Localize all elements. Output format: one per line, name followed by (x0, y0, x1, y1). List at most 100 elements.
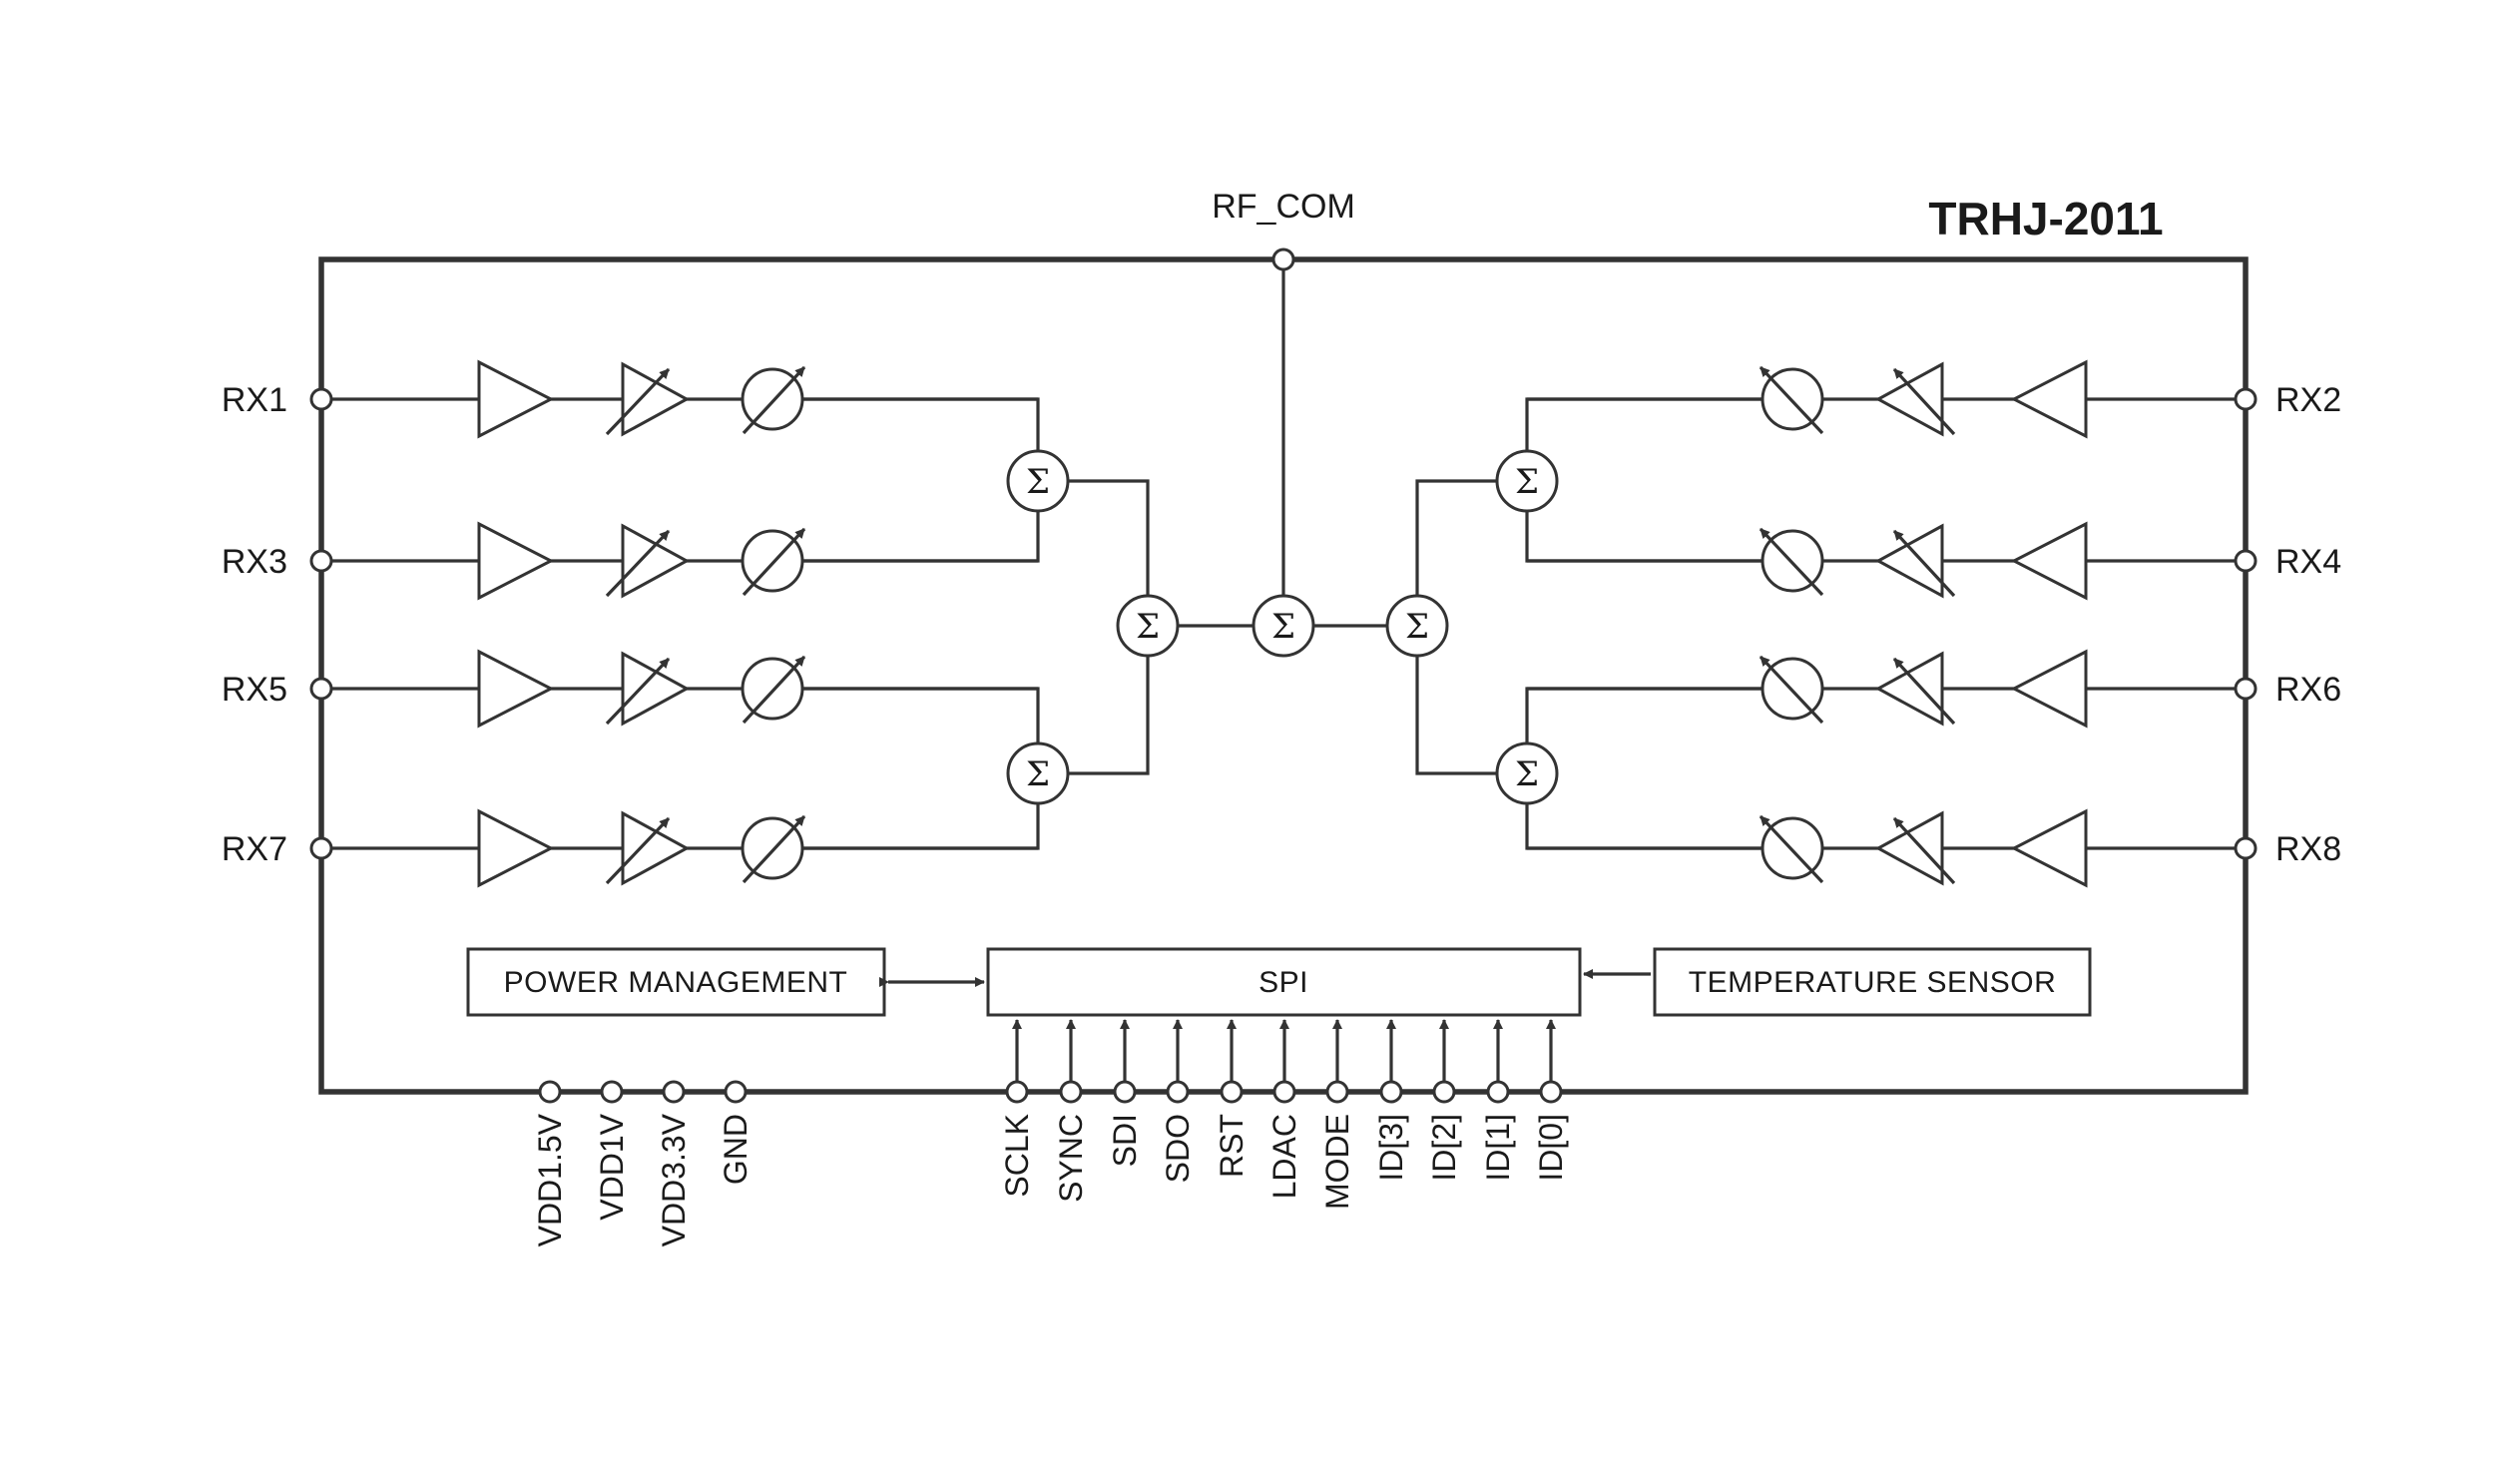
pin-port[interactable] (1486, 1080, 1510, 1104)
spi-pin: ID[1] (1480, 1019, 1516, 1182)
power-pin: VDD3.3V (656, 1080, 692, 1246)
pin-port[interactable] (538, 1080, 562, 1104)
power-pin: VDD1V (594, 1080, 630, 1221)
phase-shifter-icon (1759, 527, 1824, 597)
summer-icon: Σ (1116, 594, 1180, 658)
pin-label: VDD1.5V (532, 1113, 568, 1246)
spi-pin: SDO (1160, 1019, 1196, 1183)
rf-com-port[interactable] (1271, 247, 1295, 271)
chip-title: TRHJ-2011 (1928, 193, 2163, 245)
rx-port-label: RX4 (2275, 543, 2341, 581)
svg-text:Σ: Σ (1405, 607, 1429, 647)
power-pin: VDD1.5V (532, 1080, 568, 1246)
amplifier-icon (477, 521, 555, 601)
rx-port[interactable] (2234, 677, 2258, 701)
pin-port[interactable] (1432, 1080, 1456, 1104)
rx-port-label: RX6 (2275, 671, 2341, 709)
pin-label: ID[1] (1480, 1114, 1516, 1182)
pin-port[interactable] (1113, 1080, 1137, 1104)
rx-port[interactable] (309, 387, 333, 411)
svg-text:Σ: Σ (1515, 754, 1539, 794)
summer-icon: Σ (1252, 594, 1315, 658)
rx-chain-rx2: RX2 (1527, 359, 2341, 439)
rx-port[interactable] (2234, 387, 2258, 411)
pin-label: SDO (1160, 1114, 1196, 1183)
power-management-block: POWER MANAGEMENT (466, 947, 886, 1017)
variable-attenuator-icon (1874, 651, 1956, 727)
summer-icon: Σ (1495, 449, 1559, 513)
pin-label: SDI (1107, 1114, 1143, 1167)
pin-label: ID[2] (1426, 1114, 1462, 1182)
amplifier-icon (2010, 521, 2088, 601)
spi-block: SPI (986, 947, 1582, 1017)
pin-port[interactable] (1325, 1080, 1349, 1104)
pin-port[interactable] (1005, 1080, 1029, 1104)
rx-port-label: RX5 (222, 671, 287, 709)
rx-port[interactable] (309, 836, 333, 860)
phase-shifter-icon (741, 655, 806, 725)
rx-port-label: RX1 (222, 381, 287, 419)
rx-port[interactable] (309, 677, 333, 701)
pin-label: MODE (1319, 1114, 1355, 1210)
pin-port[interactable] (1166, 1080, 1190, 1104)
rx-port-label: RX8 (2275, 830, 2341, 868)
variable-attenuator-icon (1874, 810, 1956, 886)
bottom-pins: VDD1.5V VDD1V VDD3.3V GND SCLK SYNC SDI SDO RST L… (532, 1019, 1569, 1246)
rx-chain-rx8: RX8 (1527, 808, 2341, 888)
pin-port[interactable] (1379, 1080, 1403, 1104)
variable-attenuator-icon (605, 523, 691, 599)
pin-port[interactable] (1272, 1080, 1296, 1104)
phase-shifter-icon (741, 527, 806, 597)
rx-port[interactable] (309, 549, 333, 573)
phase-shifter-icon (1759, 365, 1824, 435)
amplifier-icon (2010, 359, 2088, 439)
amplifier-icon (477, 359, 555, 439)
svg-text:Σ: Σ (1136, 607, 1160, 647)
spi-pin: SCLK (999, 1019, 1035, 1198)
pin-port[interactable] (724, 1080, 748, 1104)
svg-text:Σ: Σ (1515, 462, 1539, 502)
pin-port[interactable] (600, 1080, 624, 1104)
rx-port-label: RX7 (222, 830, 287, 868)
variable-attenuator-icon (605, 651, 691, 727)
rx-chain-rx3: RX3 (222, 521, 1038, 601)
pin-label: RST (1214, 1114, 1250, 1178)
spi-pin: RST (1214, 1019, 1250, 1178)
rx-chain-rx7: RX7 (222, 808, 1038, 888)
pin-label: VDD1V (594, 1113, 630, 1220)
svg-text:Σ: Σ (1271, 607, 1295, 647)
pin-label: SYNC (1053, 1114, 1089, 1203)
phase-shifter-icon (1759, 814, 1824, 884)
pin-port[interactable] (1220, 1080, 1244, 1104)
temperature-sensor-label: TEMPERATURE SENSOR (1689, 966, 2057, 999)
spi-pin: SDI (1107, 1019, 1143, 1167)
summer-icon: Σ (1006, 742, 1070, 805)
phase-shifter-icon (741, 365, 806, 435)
pin-port[interactable] (1539, 1080, 1563, 1104)
svg-text:Σ: Σ (1026, 754, 1050, 794)
power-management-label: POWER MANAGEMENT (504, 966, 848, 999)
rx-port[interactable] (2234, 549, 2258, 573)
svg-text:Σ: Σ (1026, 462, 1050, 502)
rf-com-label: RF_COM (1212, 188, 1355, 226)
pin-label: LDAC (1266, 1114, 1302, 1199)
spi-pin: LDAC (1266, 1019, 1302, 1199)
pin-label: VDD3.3V (656, 1113, 692, 1246)
rx-port[interactable] (2234, 836, 2258, 860)
rx-port-label: RX3 (222, 543, 287, 581)
pin-label: SCLK (999, 1114, 1035, 1198)
variable-attenuator-icon (605, 361, 691, 437)
phase-shifter-icon (741, 814, 806, 884)
spi-pin: SYNC (1053, 1019, 1089, 1203)
spi-label: SPI (1259, 966, 1308, 999)
summing-tree: Σ Σ Σ Σ Σ Σ Σ (802, 397, 1763, 850)
pin-label: GND (718, 1114, 754, 1185)
variable-attenuator-icon (605, 810, 691, 886)
pin-port[interactable] (1059, 1080, 1083, 1104)
pin-label: ID[0] (1533, 1114, 1569, 1182)
amplifier-icon (477, 808, 555, 888)
pin-port[interactable] (662, 1080, 686, 1104)
rx-chain-rx6: RX6 (1527, 649, 2341, 729)
